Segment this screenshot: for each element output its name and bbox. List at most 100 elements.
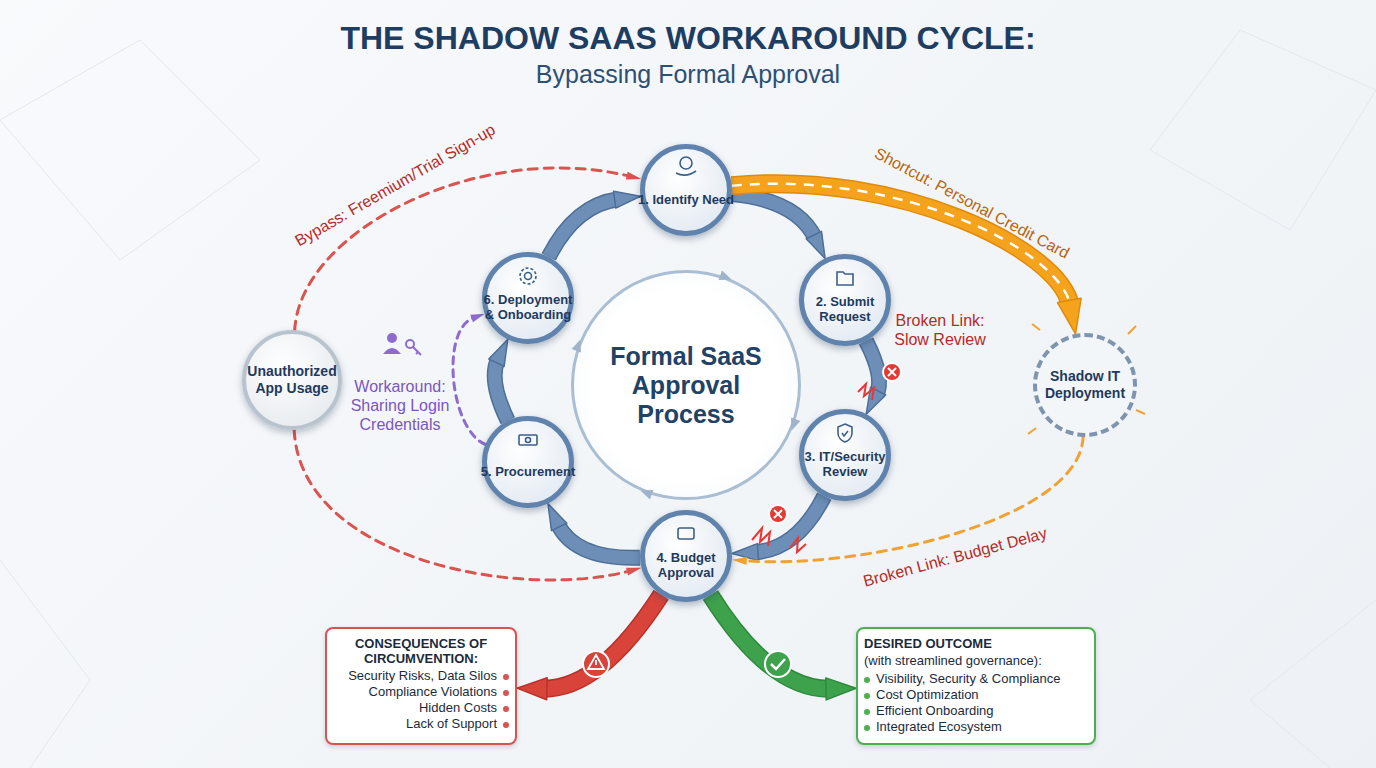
connector-arrow <box>453 314 485 445</box>
process-step-circle: 5. Procurement <box>482 416 574 508</box>
arrowhead <box>866 387 886 414</box>
connector-arrow <box>732 496 824 560</box>
node-label: 5. Procurement <box>479 464 577 479</box>
warning-mark <box>595 660 597 665</box>
diagram-subtitle: Bypassing Formal Approval <box>0 60 1376 89</box>
background-line <box>0 560 90 768</box>
node-label: Formal SaaS Approval Process <box>601 342 771 429</box>
break-spark <box>752 528 770 546</box>
shadow-it-circle: Shadow IT Deployment <box>1033 333 1137 437</box>
connector-outline <box>754 496 824 552</box>
connector-line <box>543 595 662 689</box>
key-blade <box>413 347 421 355</box>
process-step-circle: 3. IT/Security Review <box>799 409 891 501</box>
connector-line <box>557 523 640 557</box>
connector-arrow <box>548 504 640 558</box>
error-badge <box>883 363 901 381</box>
arrowhead <box>626 172 642 180</box>
node-label: Shadow IT Deployment <box>1033 368 1137 402</box>
connector-arrow <box>732 194 825 258</box>
node-label: Unauthorized App Usage <box>240 363 344 397</box>
list-item: Hidden Costs <box>333 700 509 716</box>
arrowhead <box>626 568 642 576</box>
workaround-icon <box>383 333 421 355</box>
box-subheading: (with streamlined governance): <box>864 653 1088 668</box>
person-body <box>383 348 401 354</box>
connector-outline <box>866 341 879 395</box>
process-step-circle: 2. Submit Request <box>799 254 891 346</box>
box-heading: CONSEQUENCES OF CIRCUMVENTION: <box>333 636 509 666</box>
node-label: 2. Submit Request <box>796 294 894 324</box>
arrowhead <box>1058 298 1082 334</box>
background-line <box>0 40 260 260</box>
process-step-circle: 1. Identify Need <box>640 144 732 236</box>
connector-line <box>710 595 830 689</box>
person-head <box>387 333 397 343</box>
connector-line <box>295 168 629 330</box>
list-item: Efficient Onboarding <box>864 703 1088 719</box>
connector-line <box>549 199 619 257</box>
arrowhead <box>470 314 485 323</box>
connector-line <box>495 359 508 421</box>
connector-arrow <box>294 430 641 580</box>
connector-outline <box>710 595 830 689</box>
connector-line <box>732 184 1071 306</box>
arrowhead <box>517 678 547 700</box>
connector-arrow <box>710 595 856 700</box>
check-mark <box>771 659 785 669</box>
connector-outline <box>732 194 816 239</box>
diagram-title: THE SHADOW SAAS WORKAROUND CYCLE: <box>0 20 1376 57</box>
process-hub-circle: Formal SaaS Approval Process <box>571 270 801 500</box>
connector-arrow <box>489 339 508 420</box>
arrowhead <box>489 339 508 366</box>
arrowhead <box>826 678 856 700</box>
connector-line <box>732 194 816 239</box>
list-item: Cost Optimization <box>864 687 1088 703</box>
background-line <box>1150 30 1376 230</box>
arrowhead <box>732 557 747 565</box>
list-item: Compliance Violations <box>333 684 509 700</box>
connector-outline <box>543 595 662 689</box>
node-label: 6. Deployment & Onboarding <box>479 292 577 322</box>
list-item: Security Risks, Data Silos <box>333 668 509 684</box>
edge-label: Broken Link: Slow Review <box>885 311 995 349</box>
warning-badge <box>583 651 609 677</box>
error-cross <box>774 510 782 518</box>
connector-arrow <box>866 341 886 414</box>
warning-circle <box>583 651 609 677</box>
node-label: 4. Budget Approval <box>637 550 735 580</box>
process-step-circle: 4. Budget Approval <box>640 510 732 602</box>
error-badge <box>769 505 787 523</box>
edge-label: Workaround: Sharing Login Credentials <box>348 377 453 434</box>
unauthorized-usage-circle: Unauthorized App Usage <box>242 330 342 430</box>
check-circle <box>765 651 791 677</box>
list-item: Integrated Ecosystem <box>864 719 1088 735</box>
background-line <box>1250 600 1376 768</box>
connector-arrow <box>732 184 1081 334</box>
spark-line <box>1136 410 1145 414</box>
connector-line <box>754 496 824 552</box>
key-bow <box>406 340 414 348</box>
arrowhead <box>614 191 641 208</box>
outcome-box: DESIRED OUTCOME(with streamlined governa… <box>856 627 1096 745</box>
node-label: 1. Identify Need <box>637 192 735 207</box>
list-item: Visibility, Security & Compliance <box>864 671 1088 687</box>
break-spark <box>790 538 806 552</box>
arrowhead <box>806 231 825 258</box>
warning-triangle <box>588 655 604 669</box>
connector-outline <box>557 523 640 557</box>
process-step-circle: 6. Deployment & Onboarding <box>482 252 574 344</box>
node-label: 3. IT/Security Review <box>796 449 894 479</box>
connector-outline <box>732 184 1071 306</box>
spark-line <box>1128 326 1136 334</box>
connector-line <box>453 318 485 445</box>
list-item: Lack of Support <box>333 716 509 732</box>
ring-arrowheads <box>572 271 801 500</box>
break-spark <box>858 384 874 400</box>
connector-arrow <box>517 595 661 700</box>
consequences-box: CONSEQUENCES OF CIRCUMVENTION: Security R… <box>325 627 517 745</box>
connector-arrow <box>295 168 642 330</box>
edge-label: Bypass: Freemium/Trial Sign-up <box>292 120 499 250</box>
